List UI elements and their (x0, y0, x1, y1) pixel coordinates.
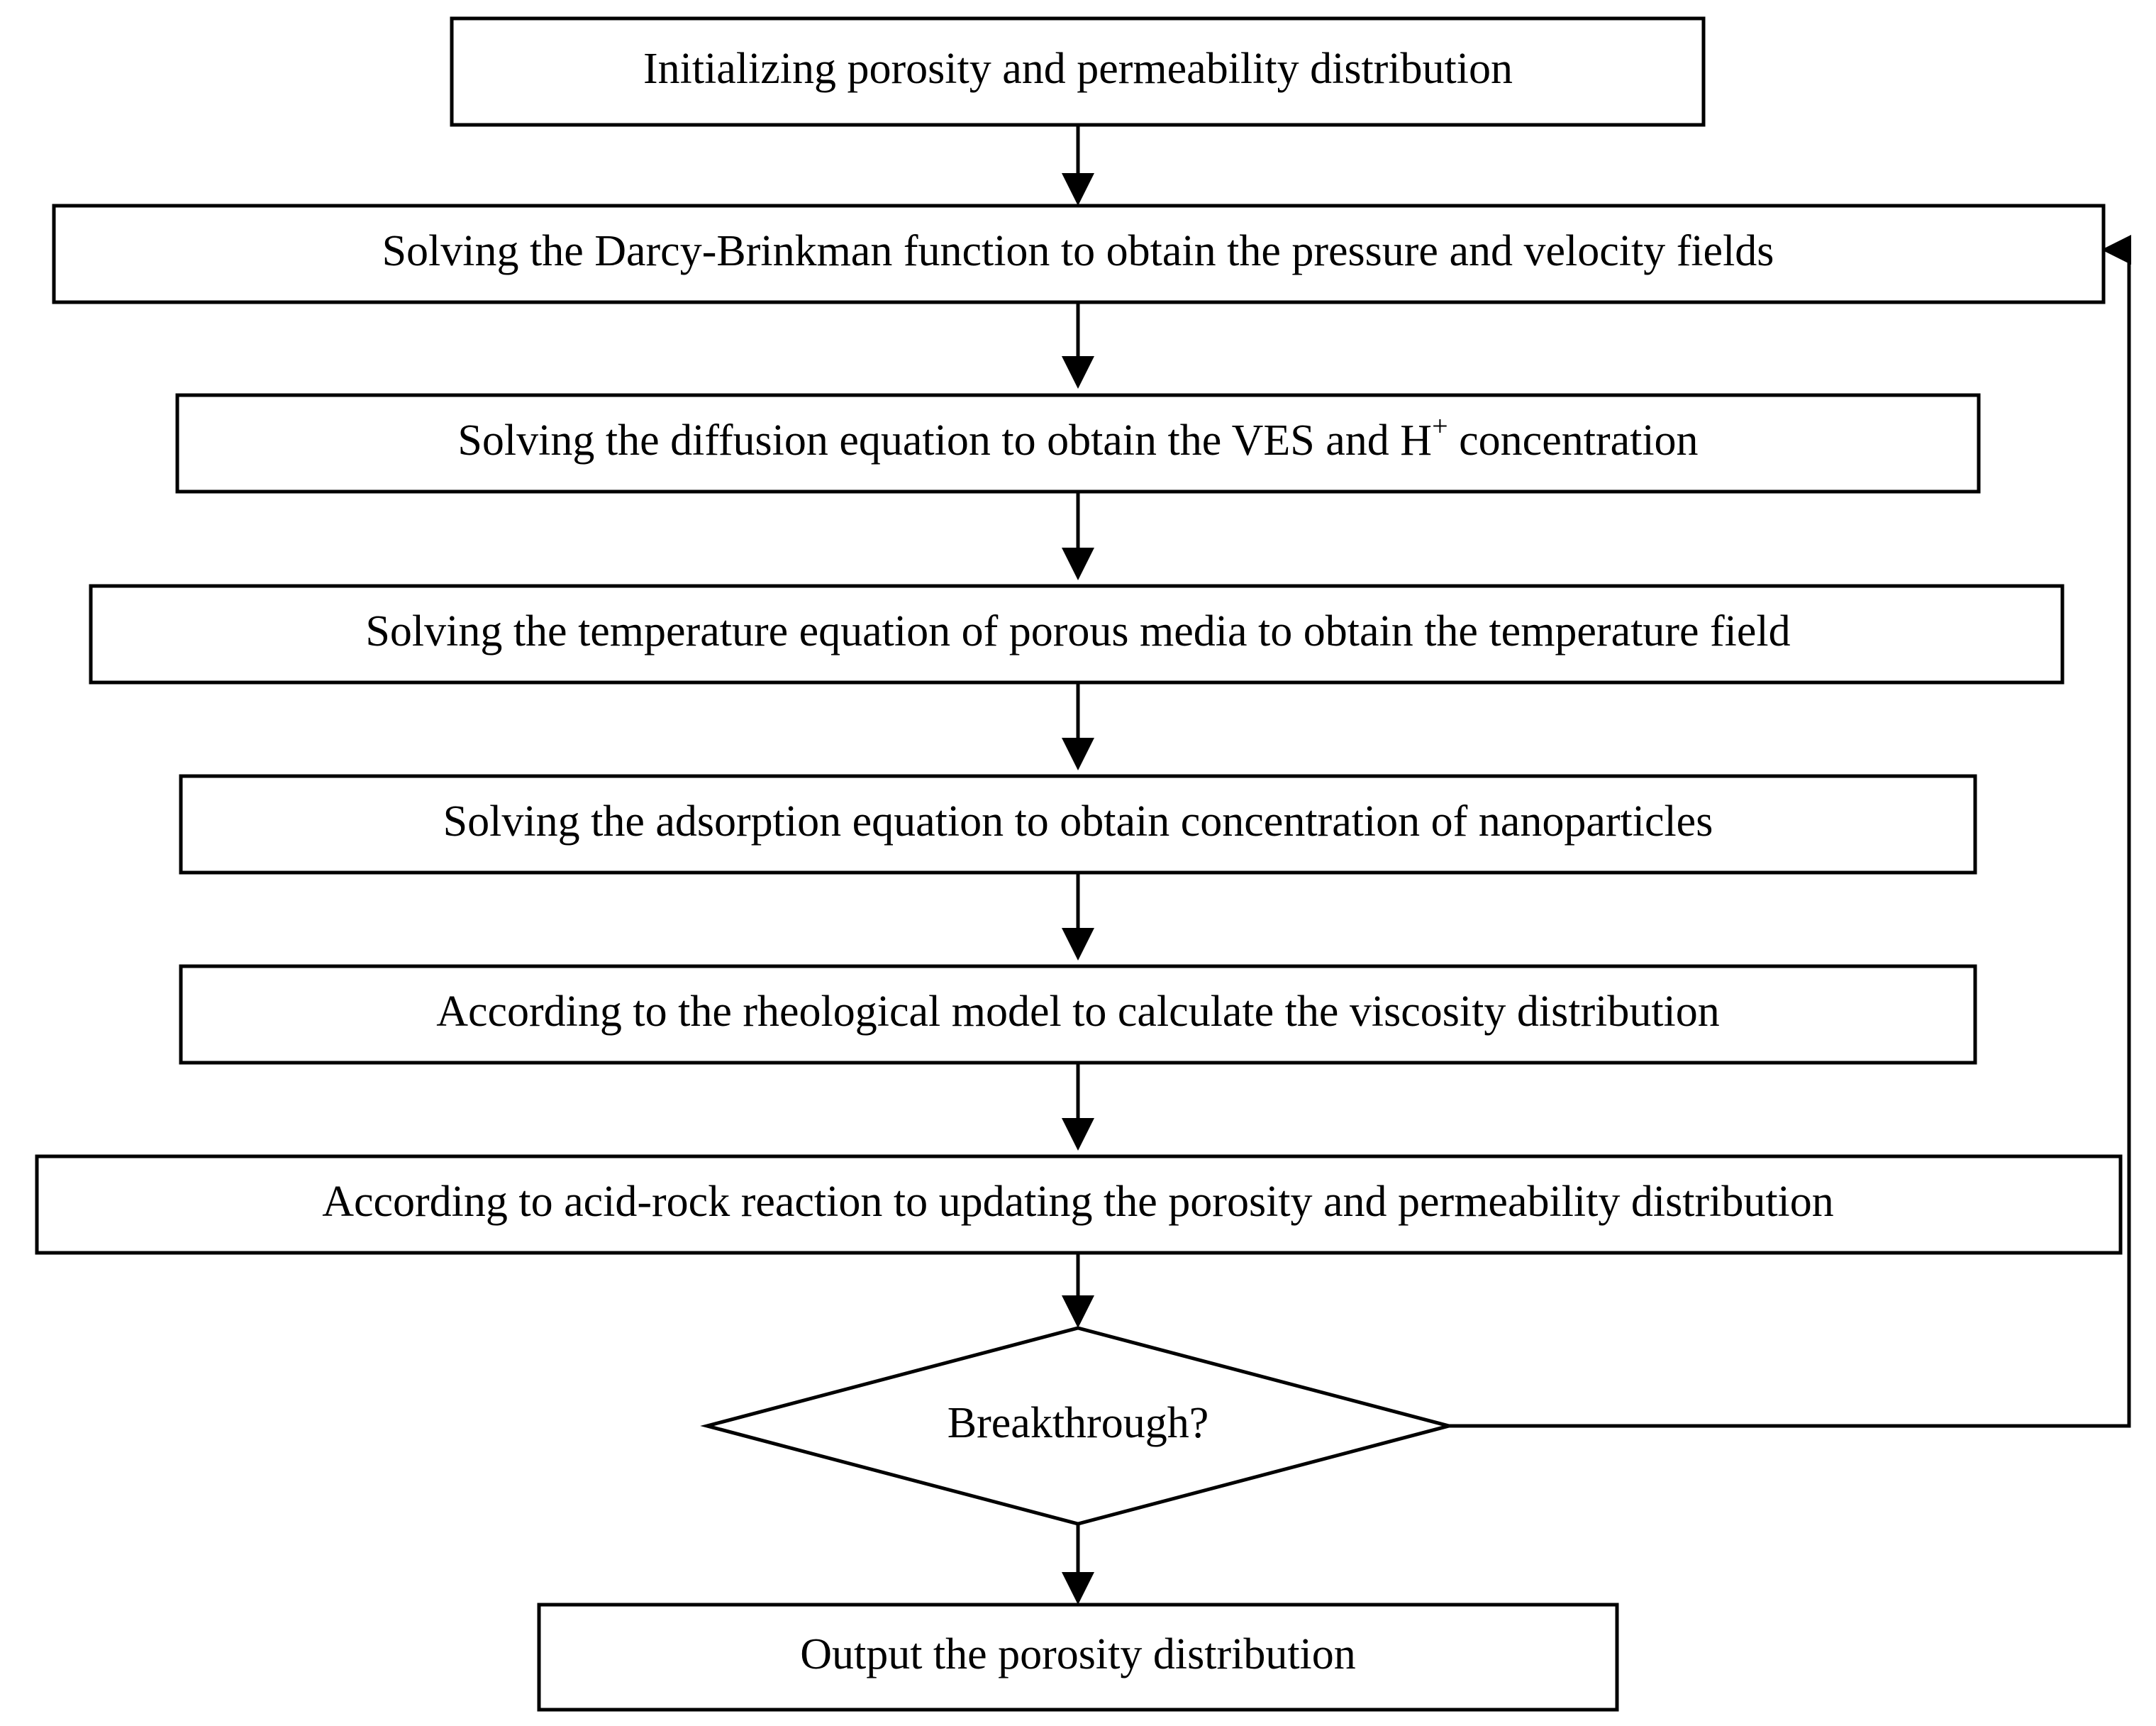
edge-temperature-to-adsorption (1062, 682, 1094, 770)
node-breakthrough-label: Breakthrough? (948, 1399, 1208, 1447)
edge-rheology-to-acidrock (1062, 1063, 1094, 1151)
node-init-label: Initializing porosity and permeability d… (643, 45, 1513, 93)
node-temperature-label: Solving the temperature equation of poro… (365, 607, 1790, 655)
node-diffusion-label-prefix: Solving the diffusion equation to obtain… (457, 416, 1432, 465)
node-darcy[interactable]: Solving the Darcy-Brinkman function to o… (52, 204, 2106, 304)
arrow-head-icon (1062, 1572, 1094, 1605)
node-acidrock-label: According to acid-rock reaction to updat… (322, 1178, 1834, 1226)
node-rheology-label: According to the rheological model to ca… (436, 988, 1720, 1036)
edge-diffusion-to-temperature (1062, 492, 1094, 580)
node-acidrock[interactable]: According to acid-rock reaction to updat… (35, 1154, 2123, 1255)
node-diffusion-label-superscript: + (1432, 410, 1448, 442)
node-breakthrough[interactable]: Breakthrough? (700, 1326, 1456, 1526)
node-output-shape[interactable] (537, 1603, 1619, 1712)
edge-adsorption-to-rheology (1062, 873, 1094, 961)
node-output-label: Output the porosity distribution (800, 1630, 1356, 1678)
arrow-head-icon (1062, 173, 1094, 206)
node-rheology[interactable]: According to the rheological model to ca… (179, 964, 1977, 1065)
node-darcy-label: Solving the Darcy-Brinkman function to o… (382, 227, 1774, 275)
node-diffusion-label: Solving the diffusion equation to obtain… (457, 410, 1698, 465)
arrow-head-icon (1062, 548, 1094, 580)
node-diffusion-shape[interactable] (175, 393, 1981, 494)
node-temperature-shape[interactable] (89, 584, 2065, 685)
node-diffusion-label-suffix: concentration (1448, 416, 1699, 465)
node-adsorption[interactable]: Solving the adsorption equation to obtai… (179, 774, 1977, 875)
edge-breakthrough-to-output (1062, 1524, 1094, 1605)
node-rheology-shape[interactable] (179, 964, 1977, 1065)
node-breakthrough-shape[interactable] (700, 1326, 1456, 1526)
node-output[interactable]: Output the porosity distribution (537, 1603, 1619, 1712)
arrow-head-icon (2101, 235, 2131, 265)
node-adsorption-label: Solving the adsorption equation to obtai… (443, 797, 1713, 846)
arrow-head-icon (1062, 928, 1094, 961)
arrow-head-icon (1062, 356, 1094, 389)
edge-init-to-darcy (1062, 125, 1094, 206)
node-temperature[interactable]: Solving the temperature equation of poro… (89, 584, 2065, 685)
edge-acidrock-to-breakthrough (1062, 1253, 1094, 1328)
node-acidrock-shape[interactable] (35, 1154, 2123, 1255)
node-init-shape[interactable] (450, 16, 1706, 127)
arrow-head-icon (1062, 738, 1094, 770)
edge-darcy-to-diffusion (1062, 302, 1094, 389)
node-darcy-shape[interactable] (52, 204, 2106, 304)
node-diffusion[interactable]: Solving the diffusion equation to obtain… (175, 393, 1981, 494)
node-adsorption-shape[interactable] (179, 774, 1977, 875)
arrow-head-icon (1062, 1118, 1094, 1151)
node-init[interactable]: Initializing porosity and permeability d… (450, 16, 1706, 127)
arrow-head-icon (1062, 1295, 1094, 1328)
edge-breakthrough-to-darcy (1449, 235, 2131, 1428)
